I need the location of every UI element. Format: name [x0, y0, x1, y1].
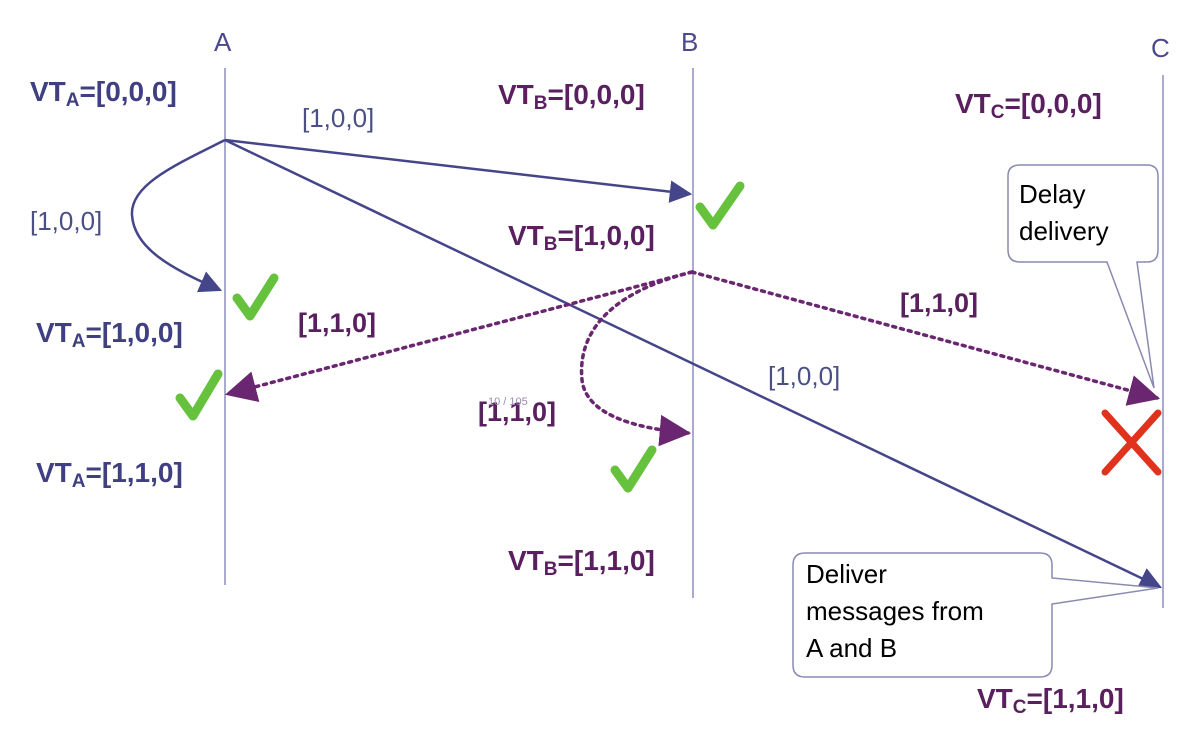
vt-a-final: VTA=[1,1,0] — [36, 457, 183, 492]
page-number: 10 / 105 — [488, 396, 528, 408]
check-icon — [232, 273, 279, 321]
delay-callout-text: Delay delivery — [1019, 179, 1109, 246]
check-icon — [695, 181, 745, 230]
delay-callout — [1007, 164, 1159, 389]
vt-b-final: VTB=[1,1,0] — [508, 545, 655, 580]
process-a-label: A — [214, 27, 232, 57]
check-icon — [610, 445, 657, 493]
message-b-to-c-arrow — [690, 270, 1161, 406]
vt-a-initial: VTA=[0,0,0] — [30, 76, 177, 111]
message-b-to-self-label: [1,1,0] — [478, 397, 556, 427]
check-icon — [175, 369, 223, 421]
message-a-to-self-arrow — [130, 138, 226, 293]
vt-c-final: VTC=[1,1,0] — [977, 683, 1124, 718]
vt-a-after-first: VTA=[1,0,0] — [36, 317, 183, 352]
deliver-callout — [792, 552, 1159, 678]
vt-c-initial: VTC=[0,0,0] — [955, 88, 1102, 123]
message-a-to-c-label: [1,0,0] — [768, 361, 840, 391]
cross-icon — [1101, 409, 1162, 476]
message-a-to-c-arrow — [224, 138, 1163, 589]
deliver-callout-text: Deliver messages from A and B — [806, 559, 991, 663]
vt-b-initial: VTB=[0,0,0] — [498, 79, 645, 114]
process-c-label: C — [1151, 33, 1170, 63]
message-a-to-b-arrow — [224, 138, 693, 203]
vt-b-after-first: VTB=[1,0,0] — [508, 220, 655, 255]
message-b-to-self-arrow — [579, 270, 694, 447]
process-b-label: B — [681, 27, 698, 57]
message-a-to-self-label: [1,0,0] — [30, 206, 102, 236]
message-b-to-c-label: [1,1,0] — [900, 288, 978, 318]
message-a-to-b-label: [1,0,0] — [302, 103, 374, 133]
message-b-to-a-arrow — [224, 270, 694, 403]
message-b-to-a-label: [1,1,0] — [298, 308, 376, 338]
